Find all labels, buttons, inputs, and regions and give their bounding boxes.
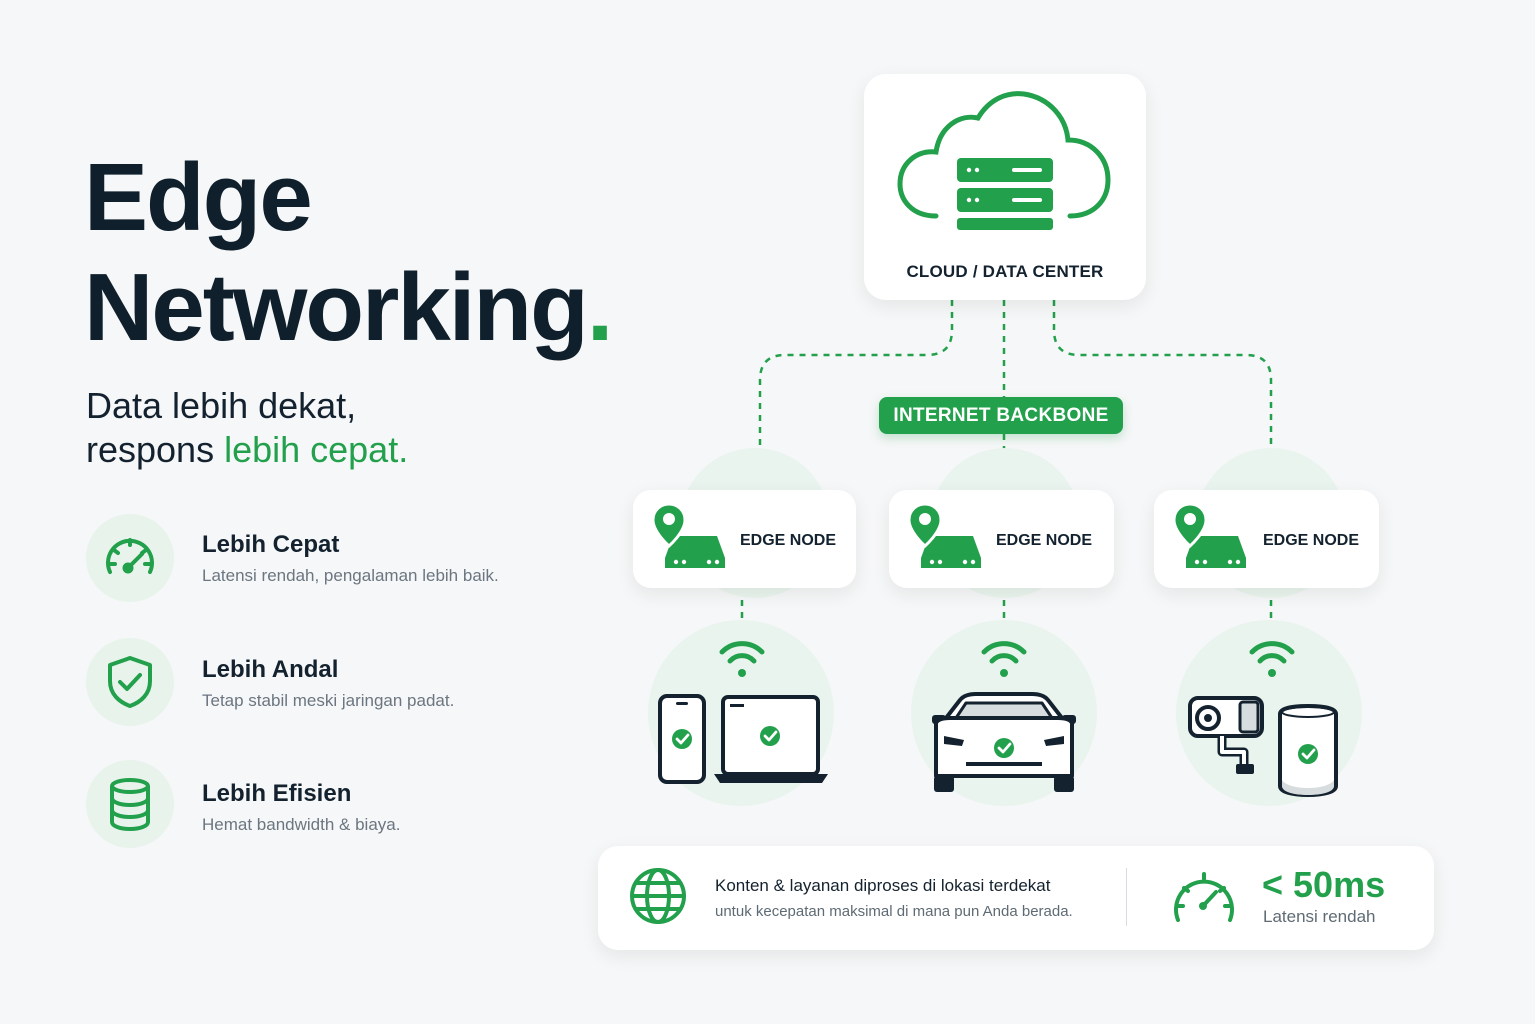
feature-speed	[86, 514, 174, 602]
feature-title: Lebih Andal	[202, 656, 339, 683]
database-icon	[86, 760, 174, 848]
edge-node-card: EDGE NODE	[633, 490, 856, 588]
headline-dot: .	[586, 254, 614, 361]
cloud-card: CLOUD / DATA CENTER	[864, 74, 1146, 300]
cloud-server-icon	[897, 91, 1111, 230]
car-icon	[932, 641, 1076, 792]
edge-server-pin-icon	[907, 502, 981, 568]
info-divider	[1126, 868, 1127, 926]
feature-desc: Hemat bandwidth & biaya.	[202, 815, 401, 834]
subtitle-prefix: respons	[86, 429, 225, 470]
subtitle-line1: Data lebih dekat,	[86, 385, 357, 426]
subtitle-line2: respons lebih cepat.	[86, 428, 408, 472]
edge-server-pin-icon	[651, 502, 725, 568]
phone-laptop-icon	[658, 641, 828, 784]
headline-line2: Networking.	[84, 260, 613, 356]
feature-desc: Latensi rendah, pengalaman lebih baik.	[202, 566, 499, 585]
latency-gauge-icon	[1174, 872, 1234, 922]
edge-node-label: EDGE NODE	[740, 532, 837, 549]
camera-speaker-icon	[1188, 641, 1338, 798]
edge-server-pin-icon	[1172, 502, 1246, 568]
info-card: Konten & layanan diproses di lokasi terd…	[598, 846, 1434, 950]
edge-node-card: EDGE NODE	[889, 490, 1114, 588]
feature-reliable	[86, 638, 174, 726]
shield-check-icon	[86, 638, 174, 726]
feature-efficient	[86, 760, 174, 848]
edge-node-label: EDGE NODE	[996, 532, 1093, 549]
cloud-label: CLOUD / DATA CENTER	[906, 262, 1104, 281]
latency-label: Latensi rendah	[1263, 907, 1376, 926]
feature-title: Lebih Cepat	[202, 531, 340, 558]
edge-node-label: EDGE NODE	[1263, 532, 1360, 549]
speedometer-icon	[86, 514, 174, 602]
globe-icon	[630, 868, 686, 924]
feature-desc: Tetap stabil meski jaringan padat.	[202, 691, 455, 710]
headline-line1: Edge	[84, 144, 313, 251]
headline-word: Networking	[84, 254, 589, 361]
latency-value: < 50ms	[1262, 864, 1386, 905]
internet-backbone-badge: INTERNET BACKBONE	[879, 397, 1123, 434]
info-main-text: Konten & layanan diproses di lokasi terd…	[715, 876, 1051, 895]
info-sub-text: untuk kecepatan maksimal di mana pun And…	[715, 903, 1073, 920]
edge-node-card: EDGE NODE	[1154, 490, 1379, 588]
feature-title: Lebih Efisien	[202, 780, 352, 807]
subtitle-highlight: lebih cepat.	[224, 429, 409, 470]
